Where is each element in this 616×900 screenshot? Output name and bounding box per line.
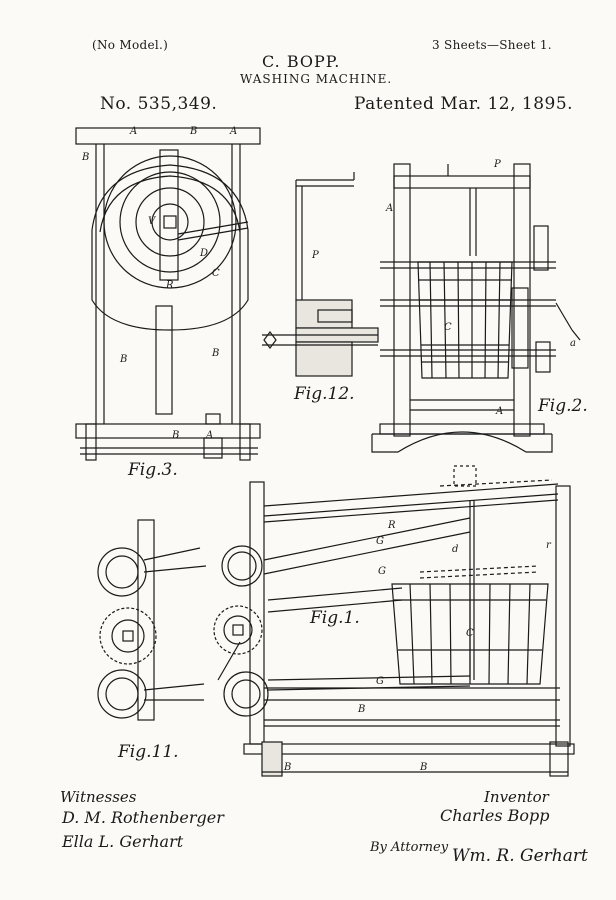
svg-text:A: A <box>129 126 137 137</box>
fig3-drawing <box>75 127 261 461</box>
svg-text:C: C <box>212 268 220 279</box>
svg-text:C: C <box>444 322 452 333</box>
patent-number: No. 535,349. <box>100 94 218 114</box>
svg-text:C: C <box>466 628 474 639</box>
witnesses-label: Witnesses <box>60 788 137 806</box>
svg-text:G: G <box>376 536 384 547</box>
svg-text:A: A <box>495 406 503 417</box>
patent-date: Patented Mar. 12, 1895. <box>354 94 574 114</box>
svg-text:A: A <box>205 430 213 441</box>
witness-1-signature: D. M. Rothenberger <box>62 808 224 827</box>
svg-text:B: B <box>189 126 197 137</box>
fig12-drawing <box>262 172 379 377</box>
svg-text:B: B <box>419 762 427 773</box>
svg-text:a: a <box>570 338 576 349</box>
fig1-label: Fig.1. <box>310 608 360 628</box>
svg-text:r: r <box>546 540 552 551</box>
model-note: (No Model.) <box>92 38 169 52</box>
inventor-label: Inventor <box>484 788 549 806</box>
svg-text:P: P <box>493 159 501 170</box>
witness-2-signature: Ella L. Gerhart <box>62 832 184 851</box>
svg-text:B: B <box>119 354 127 365</box>
fig3-label: Fig.3. <box>128 460 178 480</box>
svg-text:B: B <box>357 704 365 715</box>
svg-text:P: P <box>311 250 319 261</box>
svg-text:G: G <box>378 566 386 577</box>
fig1-drawing <box>213 465 575 777</box>
attorney-signature: Wm. R. Gerhart <box>452 846 588 866</box>
attorney-label: By Attorney <box>370 840 449 855</box>
svg-text:A: A <box>385 203 393 214</box>
svg-text:B: B <box>211 348 219 359</box>
fig2-label: Fig.2. <box>538 396 588 416</box>
svg-text:D: D <box>199 248 208 259</box>
fig11-label: Fig.11. <box>118 742 179 762</box>
sheet-count: 3 Sheets—Sheet 1. <box>432 38 552 52</box>
fig2-drawing <box>371 163 581 453</box>
fig11-drawing <box>97 519 207 721</box>
svg-text:R: R <box>387 520 396 531</box>
svg-text:B: B <box>171 430 179 441</box>
invention-title: WASHING MACHINE. <box>240 72 393 86</box>
svg-text:B: B <box>81 152 89 163</box>
svg-text:R: R <box>165 280 174 291</box>
svg-text:A: A <box>229 126 237 137</box>
svg-text:B: B <box>283 762 291 773</box>
svg-text:G: G <box>376 676 384 687</box>
svg-text:d: d <box>452 544 458 555</box>
svg-text:V: V <box>148 216 157 227</box>
inventor-signature: Charles Bopp <box>440 806 550 825</box>
fig12-label: Fig.12. <box>294 384 355 404</box>
inventor-name: C. BOPP. <box>262 52 341 71</box>
